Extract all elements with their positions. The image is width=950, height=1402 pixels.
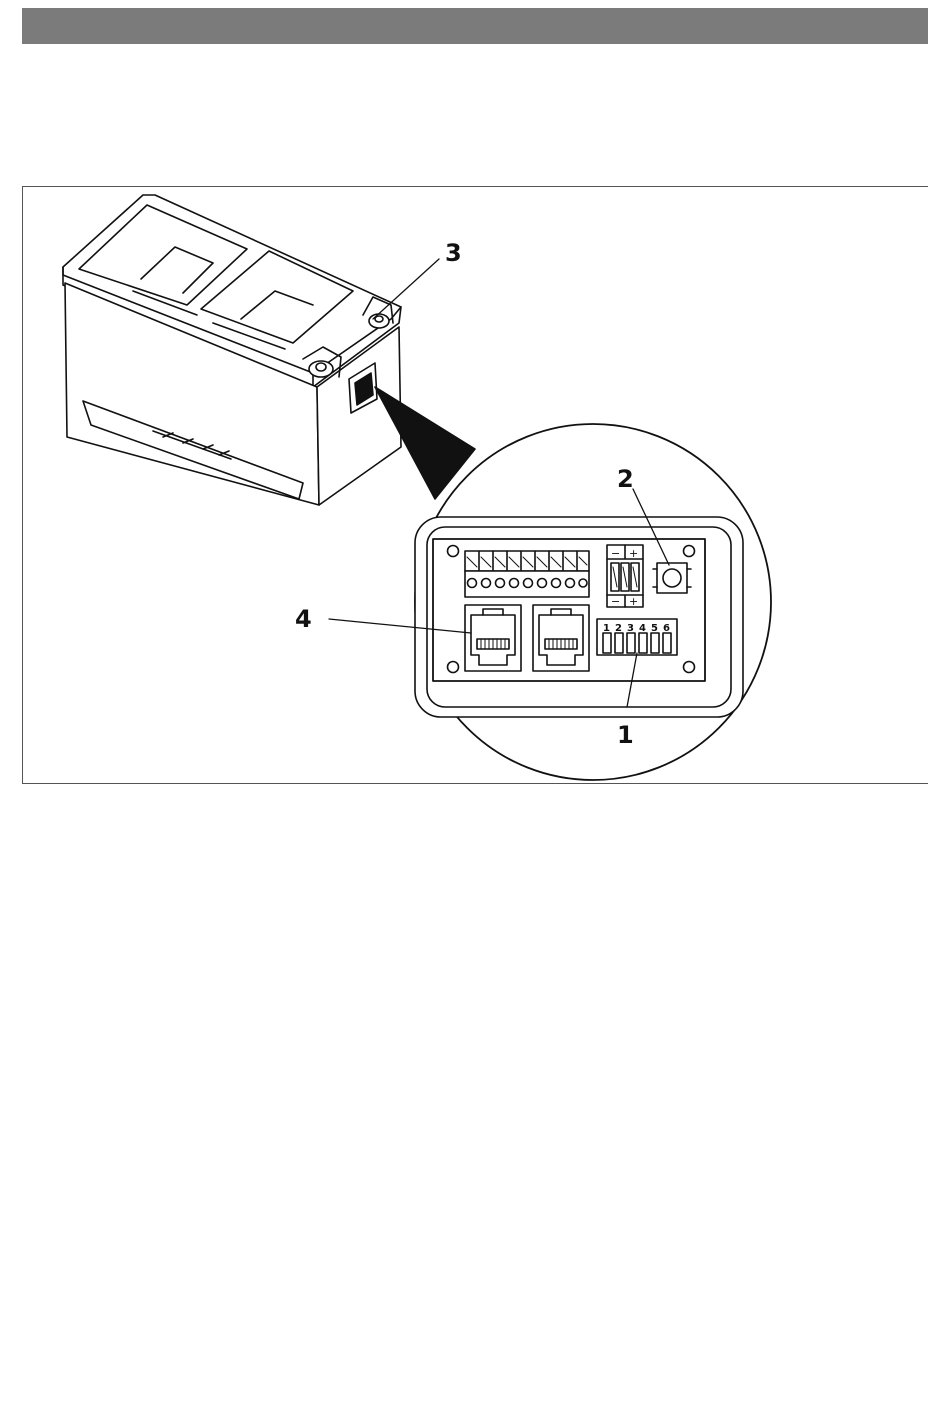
dip-switch: 1 2 3 4 5 6 [597,619,677,655]
fuse-minus-top: − [611,547,620,560]
push-button [653,563,691,593]
header-bar [22,8,928,44]
dip-label-4: 4 [639,623,646,634]
fuse-plus-bottom: + [629,595,638,608]
battery-illustration: − + − + [23,187,929,785]
dip-label-5: 5 [651,623,658,634]
callout-3: 3 [445,239,462,267]
figure-frame: − + − + [22,186,928,784]
leader-3 [373,259,439,319]
fuse-plus-top: + [629,547,638,560]
callout-1: 1 [617,721,634,749]
dip-label-1: 1 [603,623,610,634]
callout-2: 2 [617,465,634,493]
battery-body [63,195,401,505]
rj45-port-right [533,605,589,671]
fuse-minus-bottom: − [611,595,620,608]
callout-4: 4 [295,605,312,633]
fuse-holder: − + − + [607,545,643,608]
rj45-port-left [465,605,521,671]
dip-label-3: 3 [627,623,634,634]
terminal-block [465,551,589,597]
dip-label-2: 2 [615,623,622,634]
dip-label-6: 6 [663,623,670,634]
